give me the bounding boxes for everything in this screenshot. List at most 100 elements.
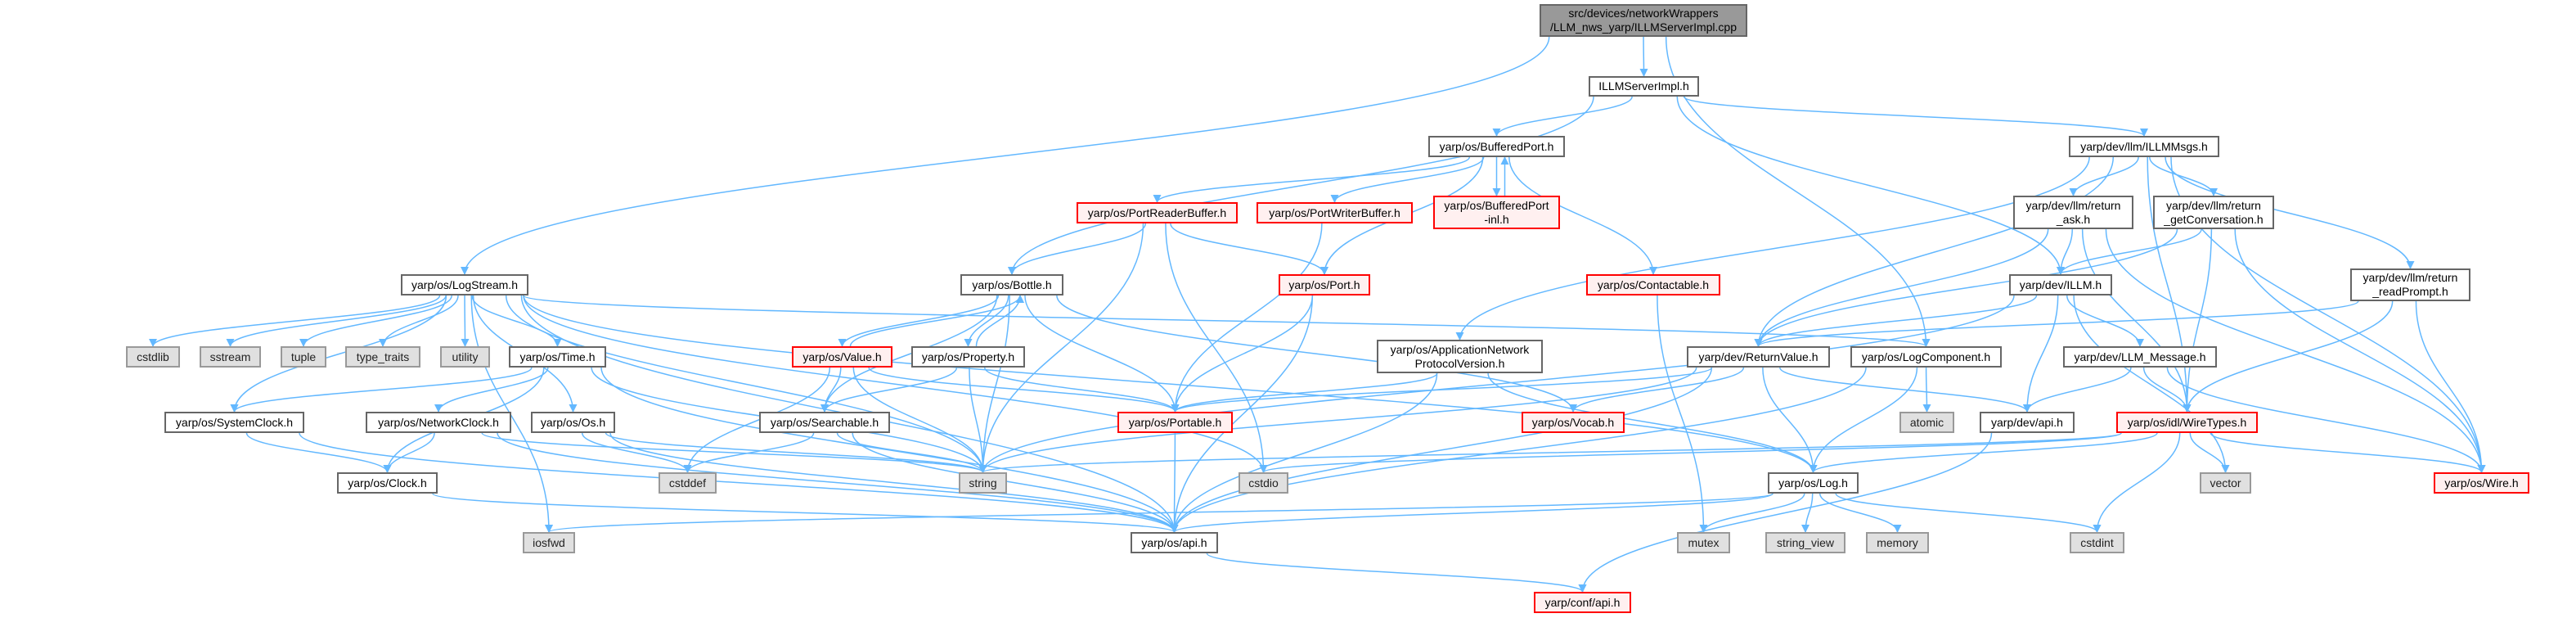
node-port[interactable]: yarp/os/Port.h [1279,274,1370,295]
edge-networkclock-to-string [481,432,987,473]
node-mutex[interactable]: mutex [1677,532,1730,553]
edge-searchable-to-osapi [852,432,1179,533]
node-vocab[interactable]: yarp/os/Vocab.h [1522,412,1625,433]
edge-logstream-to-tuple [299,295,452,347]
node-confapi[interactable]: yarp/conf/api.h [1534,592,1631,613]
edge-systemclock-to-osapi [299,432,1179,533]
node-sstream[interactable]: sstream [200,346,261,368]
node-root[interactable]: src/devices/networkWrappers /LLM_nws_yar… [1540,4,1747,37]
edge-root-to-logstream [461,36,1550,275]
node-wire[interactable]: yarp/os/Wire.h [2434,472,2529,494]
edge-searchable-to-cstddef [683,432,815,473]
node-logcomponent[interactable]: yarp/os/LogComponent.h [1850,346,2002,368]
node-cstdio[interactable]: cstdio [1239,472,1288,494]
edge-illmserverimpl-to-bufferedport [1492,96,1633,137]
node-cstddef[interactable]: cstddef [659,472,717,494]
edge-illmserverimpl-to-bottle [1008,96,1594,275]
edge-wiretypes-to-string [979,432,2122,473]
node-vector[interactable]: vector [2200,472,2251,494]
edge-ask-to-returnvalue [1754,228,2049,347]
node-iosfwd[interactable]: iosfwd [523,532,575,553]
node-networkclock[interactable]: yarp/os/NetworkClock.h [366,412,511,433]
edge-llm_message-to-devapi [2023,367,2132,413]
node-logstream[interactable]: yarp/os/LogStream.h [401,274,528,295]
edge-time-to-osapi [600,367,1179,533]
edge-bottle-to-searchable [820,295,998,413]
node-cstdlib[interactable]: cstdlib [126,346,180,368]
node-readprompt[interactable]: yarp/dev/llm/return _readPrompt.h [2350,268,2470,301]
node-llm-message[interactable]: yarp/dev/LLM_Message.h [2063,346,2217,368]
edge-logstream-to-string [505,295,987,473]
edge-devapi-to-confapi [1578,432,1993,593]
node-atomic[interactable]: atomic [1899,412,1954,433]
edge-contactable-to-mutex [1657,295,1708,533]
edge-logstream-to-log [523,295,1818,473]
edge-bufferedport-to-portwriterbuffer [1330,156,1485,203]
node-portable[interactable]: yarp/os/Portable.h [1117,412,1233,433]
node-devapi[interactable]: yarp/dev/api.h [1980,412,2075,433]
node-portreaderbuffer[interactable]: yarp/os/PortReaderBuffer.h [1077,202,1238,223]
node-tuple[interactable]: tuple [281,346,326,368]
node-type-traits[interactable]: type_traits [345,346,420,368]
edge-readprompt-to-wire [2415,300,2486,473]
node-osapi[interactable]: yarp/os/api.h [1131,532,1218,553]
edge-log-to-osapi [1170,493,1774,533]
node-os[interactable]: yarp/os/Os.h [531,412,615,433]
edge-logstream-to-time [471,295,562,347]
node-getconv[interactable]: yarp/dev/llm/return _getConversation.h [2153,196,2274,229]
edge-portreaderbuffer-to-bottle [1008,223,1147,275]
node-ask[interactable]: yarp/dev/llm/return _ask.h [2013,196,2133,229]
node-bottle[interactable]: yarp/os/Bottle.h [960,274,1063,295]
node-value[interactable]: yarp/os/Value.h [792,346,892,368]
edge-log-to-iosfwd [545,493,1774,533]
node-appnet[interactable]: yarp/os/ApplicationNetwork ProtocolVersi… [1377,340,1543,373]
edge-logstream-to-logcomponent [523,295,1930,347]
edge-log-to-mutex [1699,493,1805,533]
node-wiretypes[interactable]: yarp/os/idl/WireTypes.h [2116,412,2258,433]
edge-log-to-string_view [1801,493,1814,533]
node-searchable[interactable]: yarp/os/Searchable.h [759,412,890,433]
edge-appnet-to-log [1487,372,1818,473]
node-systemclock[interactable]: yarp/os/SystemClock.h [164,412,304,433]
node-property[interactable]: yarp/os/Property.h [911,346,1025,368]
edge-os-to-osapi [609,432,1179,533]
edge-bufferedport-to-portreaderbuffer [1153,156,1471,203]
edge-os-to-string [605,432,987,473]
edge-wiretypes-to-wire [2210,432,2486,473]
node-clock[interactable]: yarp/os/Clock.h [337,472,438,494]
edge-logstream-to-sstream [226,295,447,347]
node-time[interactable]: yarp/os/Time.h [509,346,606,368]
edge-logstream-to-type_traits [379,295,459,347]
node-illm[interactable]: yarp/dev/ILLM.h [2009,274,2112,295]
edge-illm-to-string [978,295,2015,473]
edge-bottle-to-string [978,295,1010,473]
node-cstdint[interactable]: cstdint [2070,532,2124,553]
node-string-view[interactable]: string_view [1765,532,1845,553]
node-utility[interactable]: utility [440,346,490,368]
node-log[interactable]: yarp/os/Log.h [1768,472,1859,494]
edge-logcomponent-to-osapi [1170,367,1867,533]
node-portwriterbuffer[interactable]: yarp/os/PortWriterBuffer.h [1257,202,1413,223]
edge-illmmsgs-to-wiretypes [2147,156,2192,413]
edge-clock-to-osapi [432,493,1179,533]
node-returnvalue[interactable]: yarp/dev/ReturnValue.h [1687,346,1830,368]
edge-llm_message-to-wiretypes [2142,367,2192,413]
node-contactable[interactable]: yarp/os/Contactable.h [1586,274,1720,295]
edge-illm-to-llm_message [2066,295,2144,347]
edge-logstream-to-cstdio [523,295,1268,473]
edge-port-to-osapi [1170,295,1314,533]
node-string[interactable]: string [959,472,1007,494]
edge-illmserverimpl-to-illmmsgs [1683,96,2148,137]
edge-value-to-string [852,367,987,473]
node-bufferedport-inl[interactable]: yarp/os/BufferedPort -inl.h [1433,196,1560,229]
edge-logstream-to-systemclock [230,295,447,413]
node-memory[interactable]: memory [1866,532,1929,553]
edge-getconv-to-wire [2234,228,2486,473]
node-bufferedport[interactable]: yarp/os/BufferedPort.h [1428,136,1565,157]
edge-appnet-to-osapi [1170,372,1438,533]
node-illmmsgs[interactable]: yarp/dev/llm/ILLMMsgs.h [2069,136,2219,157]
edge-readprompt-to-wiretypes [2183,300,2394,413]
node-illmserverimpl[interactable]: ILLMServerImpl.h [1589,76,1699,97]
edge-appnet-to-portable [1171,372,1438,413]
